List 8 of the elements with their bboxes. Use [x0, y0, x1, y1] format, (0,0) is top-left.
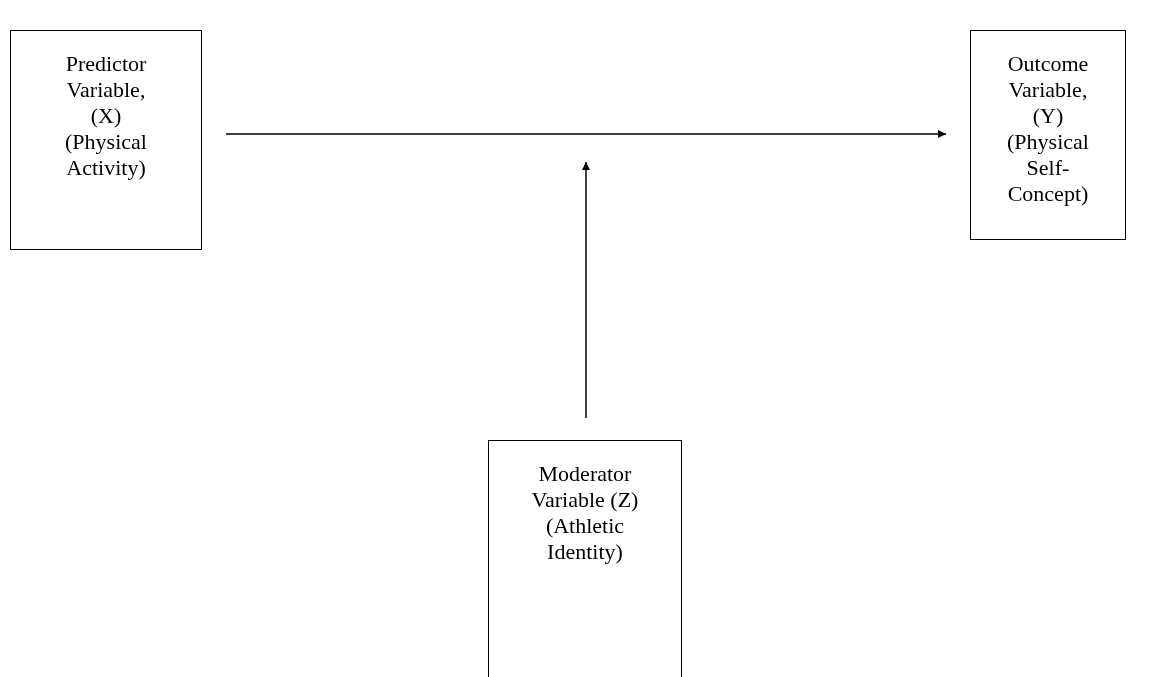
variable-box [970, 30, 1126, 240]
variable-label: Outcome Variable, (Y) (Physical Self-Concept) [1006, 51, 1090, 207]
arrow [225, 130, 947, 138]
variable-label: Moderator Variable (Z) (Athletic Identity) [530, 461, 640, 565]
arrow [582, 161, 590, 419]
variable-label: Predictor Variable, (X) (Physical Activity) [64, 51, 148, 181]
variable-box [10, 30, 202, 250]
variable-box [488, 440, 682, 677]
